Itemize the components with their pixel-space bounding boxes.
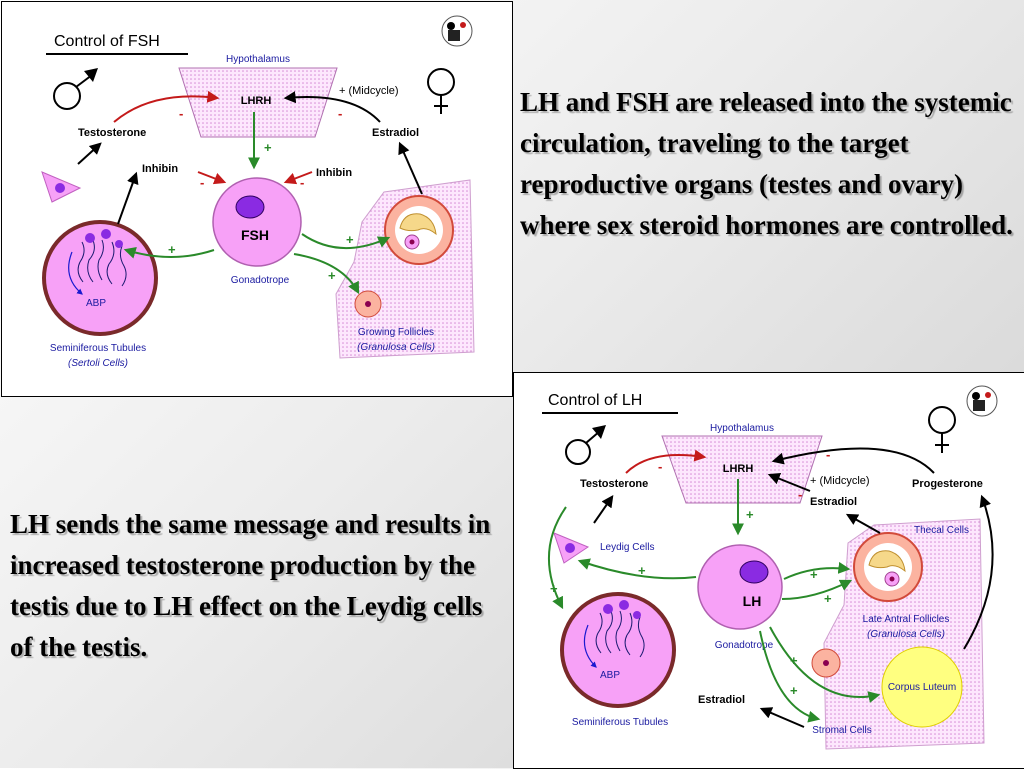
svg-text:-: - — [338, 106, 342, 121]
svg-text:+: + — [638, 563, 646, 578]
male-symbol-icon — [53, 68, 98, 110]
fsh-to-sertoli-arrow — [123, 247, 215, 259]
midcycle-label: + (Midcycle) — [339, 85, 399, 97]
lh-to-follicle-arrow — [783, 561, 851, 580]
follicles-label-line2: (Granulosa Cells) — [357, 342, 435, 353]
abp-label: ABP — [86, 298, 106, 309]
svg-text:-: - — [179, 106, 183, 121]
lhrh-label: LHRH — [241, 95, 272, 107]
female-symbol-icon — [427, 68, 455, 114]
svg-text:+: + — [790, 683, 798, 698]
testosterone-label: Testosterone — [78, 127, 146, 139]
testosterone-feedback-arrow — [625, 449, 707, 474]
lh-caption-text: LH sends the same message and results in… — [10, 509, 491, 662]
svg-text:-: - — [300, 175, 304, 190]
testosterone-feedback-arrow — [113, 90, 220, 123]
late-antral-label-line2: (Granulosa Cells) — [867, 629, 945, 640]
tubules-label: Seminiferous Tubules — [572, 717, 668, 728]
logo-icon — [966, 385, 998, 417]
estradiol-label: Estradiol — [372, 127, 419, 139]
lh-diagram: Control of LH Hypothalamus LHRH + (Midcy… — [542, 385, 998, 750]
progesterone-label: Progesterone — [912, 478, 983, 490]
gonadotrope-cell — [212, 177, 302, 267]
seminiferous-tubule — [42, 220, 158, 336]
tubules-label-line1: Seminiferous Tubules — [50, 343, 146, 354]
gonadotrope-cell — [697, 544, 783, 630]
svg-text:+: + — [550, 581, 558, 596]
lh-diagram-panel: Control of LH Hypothalamus LHRH + (Midcy… — [513, 372, 1024, 769]
fsh-diagram: Control of FSH Hypothalamus LHRH + (Midc… — [41, 15, 475, 369]
progesterone-feedback-arrow — [771, 447, 935, 474]
lh-to-stromal-arrow — [759, 630, 821, 723]
svg-text:+: + — [746, 507, 754, 522]
lh-to-corpus-luteum-arrow — [769, 626, 881, 703]
abp-label: ABP — [600, 670, 620, 681]
svg-text:+: + — [346, 232, 354, 247]
estradiol-top-label: Estradiol — [810, 496, 857, 508]
logo-icon — [441, 15, 473, 47]
inhibin-right-label: Inhibin — [316, 167, 352, 179]
fsh-caption-text: LH and FSH are released into the systemi… — [520, 87, 1013, 240]
lhrh-label: LHRH — [723, 463, 754, 475]
fsh-diagram-panel: Control of FSH Hypothalamus LHRH + (Midc… — [1, 1, 513, 397]
svg-text:+: + — [810, 567, 818, 582]
svg-text:+: + — [264, 140, 272, 155]
svg-text:-: - — [200, 175, 204, 190]
midcycle-label: + (Midcycle) — [810, 475, 870, 487]
hypothalamus-label: Hypothalamus — [710, 423, 774, 434]
hypothalamus-shape — [178, 67, 338, 138]
lh-hormone-label: LH — [743, 593, 762, 609]
corpus-luteum-label: Corpus Luteum — [888, 682, 956, 693]
estradiol-bottom-label: Estradiol — [698, 694, 745, 706]
svg-text:-: - — [798, 487, 802, 502]
late-antral-label-line1: Late Antral Follicles — [863, 614, 950, 625]
estradiol-feedback-arrow — [283, 91, 381, 123]
follicles-label-line1: Growing Follicles — [358, 327, 434, 338]
lh-title: Control of LH — [548, 392, 642, 409]
leydig-label: Leydig Cells — [600, 542, 654, 553]
svg-text:+: + — [824, 591, 832, 606]
gonadotrope-label: Gonadotrope — [715, 640, 774, 651]
seminiferous-tubule — [560, 592, 676, 708]
svg-text:+: + — [328, 268, 336, 283]
svg-text:-: - — [658, 459, 662, 474]
svg-text:-: - — [826, 447, 830, 462]
corpus-luteum — [881, 646, 963, 728]
svg-text:+: + — [790, 653, 798, 668]
male-symbol-icon — [565, 425, 606, 465]
hypothalamus-label: Hypothalamus — [226, 54, 290, 65]
thecal-label: Thecal Cells — [914, 525, 969, 536]
female-symbol-icon — [928, 406, 956, 453]
inhibin-left-label: Inhibin — [142, 163, 178, 175]
testosterone-label: Testosterone — [580, 478, 648, 490]
fsh-hormone-label: FSH — [241, 227, 269, 243]
svg-text:+: + — [168, 242, 176, 257]
gonadotrope-label: Gonadotrope — [231, 275, 290, 286]
tubules-label-line2: (Sertoli Cells) — [68, 358, 128, 369]
fsh-title: Control of FSH — [54, 33, 160, 50]
fsh-to-growing-follicle-arrow — [293, 253, 360, 295]
lh-to-leydig-arrow — [577, 558, 697, 580]
fsh-to-follicle-arrow — [301, 233, 391, 249]
stromal-label: Stromal Cells — [812, 725, 871, 736]
